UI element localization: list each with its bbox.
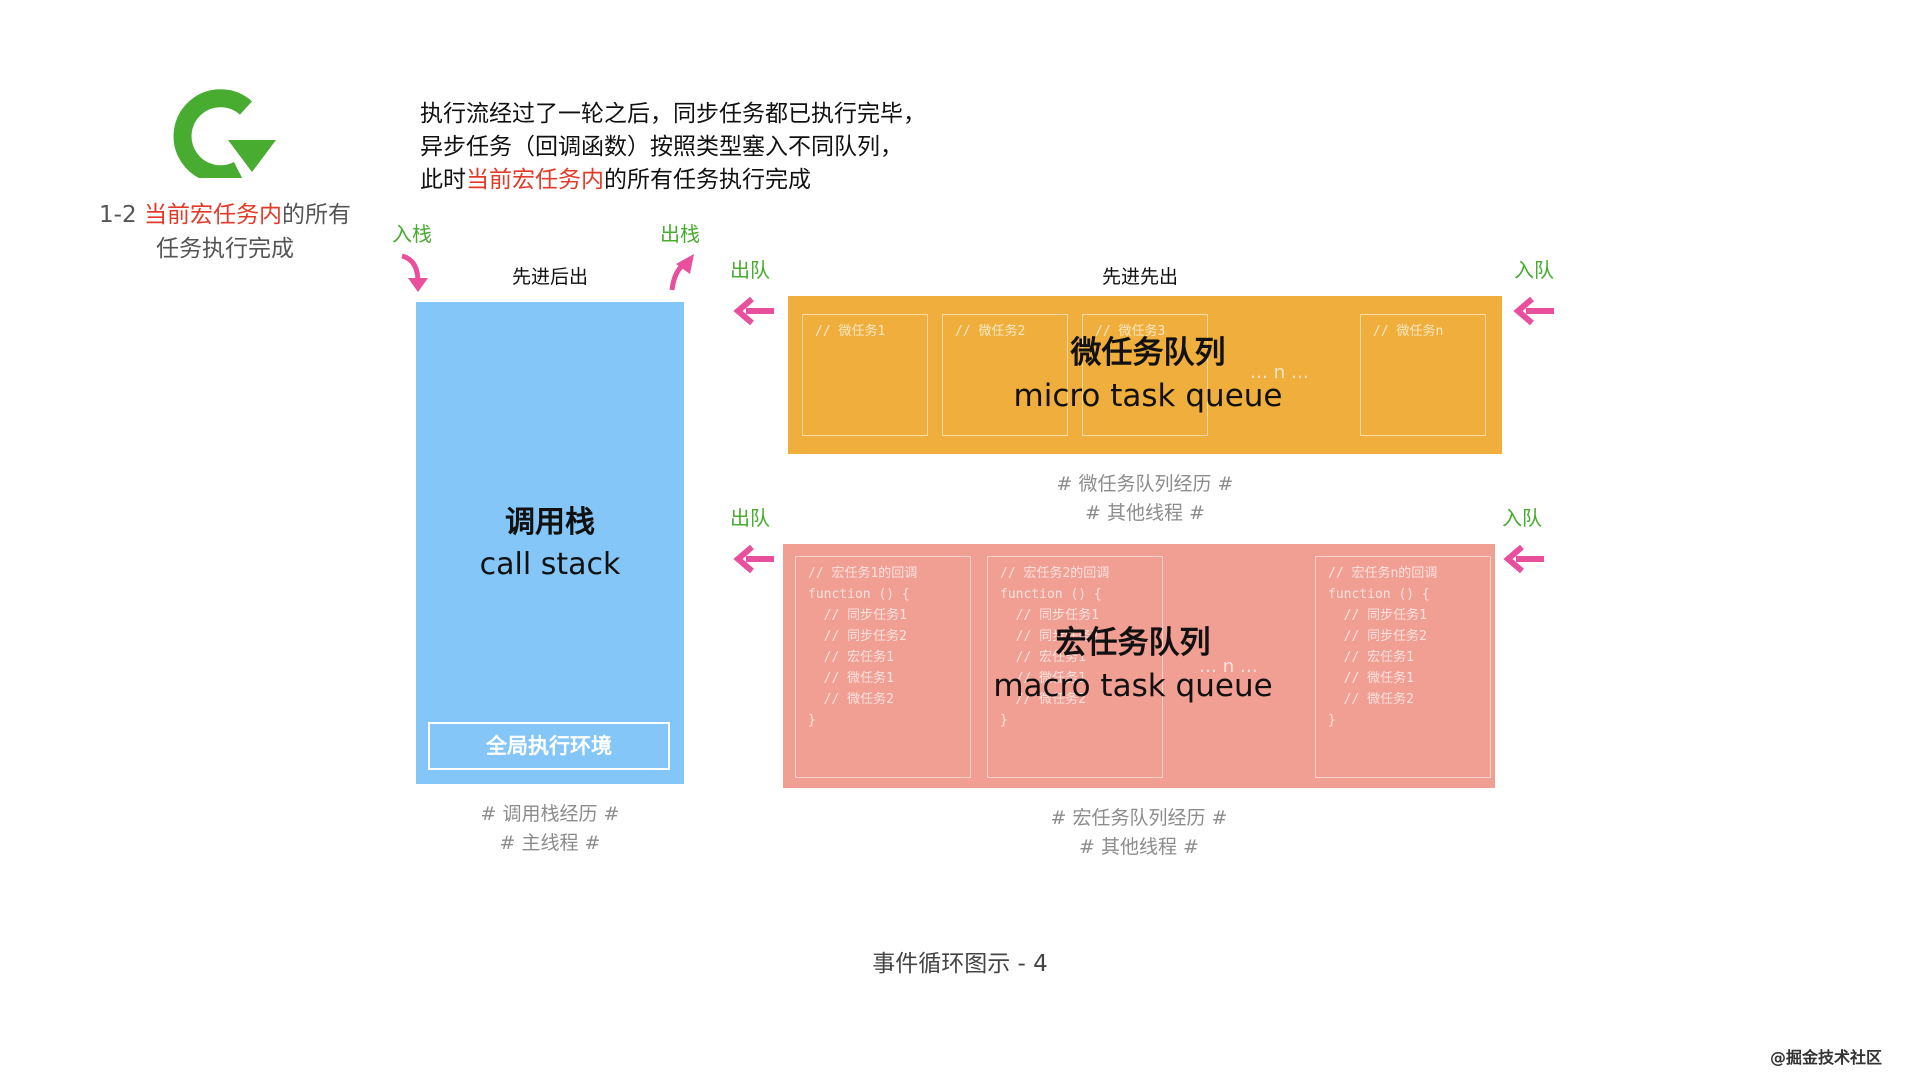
- macro-queue-title-zh: 宏任务队列: [1055, 625, 1211, 661]
- micro-task-slot-text: // 微任务3: [1095, 324, 1166, 339]
- macro-queue-caption-line2: # 其他线程 #: [1079, 836, 1199, 858]
- watermark: @掘金技术社区: [1770, 1048, 1883, 1067]
- macro-task-slot-text: // 宏任务2的回调 function () { // 同步任务1 // 同步任…: [1000, 566, 1110, 728]
- step-highlight: 当前宏任务内: [143, 202, 282, 228]
- call-stack-title-zh: 调用栈: [505, 505, 595, 540]
- macro-task-slot: // 宏任务n的回调 function () { // 同步任务1 // 同步任…: [1315, 556, 1491, 778]
- macro-dequeue-arrow-icon: [733, 544, 774, 574]
- macro-queue-title: 宏任务队列 macro task queue: [913, 622, 1353, 708]
- micro-queue-caption: # 微任务队列经历 # # 其他线程 #: [788, 470, 1502, 528]
- intro-line2: 异步任务（回调函数）按照类型塞入不同队列，: [420, 134, 903, 160]
- push-arrow-icon: [401, 253, 428, 292]
- step-suffix: 的所有: [281, 202, 351, 228]
- step-line2: 任务执行完成: [156, 236, 294, 262]
- macro-queue-caption-line1: # 宏任务队列经历 #: [1050, 807, 1228, 829]
- micro-ellipsis: … n …: [1250, 362, 1309, 383]
- micro-task-slot: // 微任务3: [1082, 314, 1208, 436]
- call-stack-title: 调用栈 call stack: [416, 502, 684, 586]
- call-stack-caption-line2: # 主线程 #: [499, 832, 601, 854]
- micro-enqueue-arrow-icon: [1513, 296, 1554, 326]
- pop-label: 出栈: [660, 222, 700, 246]
- refresh-cycle-icon: [173, 89, 276, 178]
- global-execution-context: 全局执行环境: [428, 722, 670, 770]
- intro-text: 执行流经过了一轮之后，同步任务都已执行完毕， 异步任务（回调函数）按照类型塞入不…: [420, 98, 926, 197]
- push-label: 入栈: [392, 222, 432, 246]
- micro-queue-caption-line2: # 其他线程 #: [1085, 502, 1205, 524]
- macro-task-slot-text: // 宏任务n的回调 function () { // 同步任务1 // 同步任…: [1328, 566, 1438, 728]
- figure-title: 事件循环图示 - 4: [872, 951, 1048, 977]
- macro-task-slot: // 宏任务1的回调 function () { // 同步任务1 // 同步任…: [795, 556, 971, 778]
- intro-line3-prefix: 此时: [420, 167, 466, 193]
- call-stack-caption: # 调用栈经历 # # 主线程 #: [416, 800, 684, 858]
- step-caption: 1-2 当前宏任务内的所有 任务执行完成: [80, 198, 370, 266]
- macro-queue-caption: # 宏任务队列经历 # # 其他线程 #: [783, 804, 1495, 862]
- macro-task-slot-text: // 宏任务1的回调 function () { // 同步任务1 // 同步任…: [808, 566, 918, 728]
- macro-queue-title-en: macro task queue: [993, 668, 1273, 704]
- macro-task-queue: // 宏任务1的回调 function () { // 同步任务1 // 同步任…: [783, 544, 1495, 788]
- intro-line3-suffix: 的所有任务执行完成: [604, 167, 811, 193]
- call-stack-title-en: call stack: [479, 547, 621, 582]
- micro-queue-title: 微任务队列 micro task queue: [928, 332, 1368, 418]
- micro-dequeue-label: 出队: [730, 258, 770, 282]
- intro-line3: 此时当前宏任务内的所有任务执行完成: [420, 164, 926, 197]
- intro-line3-highlight: 当前宏任务内: [466, 167, 604, 193]
- micro-task-slot-text: // 微任务2: [955, 324, 1026, 339]
- stack-order-label: 先进后出: [511, 266, 588, 288]
- intro-line1: 执行流经过了一轮之后，同步任务都已执行完毕，: [420, 101, 926, 127]
- micro-queue-title-en: micro task queue: [1013, 378, 1283, 414]
- macro-dequeue-label: 出队: [730, 506, 770, 530]
- micro-task-slot-text: // 微任务1: [815, 324, 886, 339]
- macro-task-slot: // 宏任务2的回调 function () { // 同步任务1 // 同步任…: [987, 556, 1163, 778]
- micro-queue-title-zh: 微任务队列: [1070, 335, 1226, 371]
- call-stack-box: 调用栈 call stack 全局执行环境: [416, 302, 684, 784]
- micro-task-slot: // 微任务2: [942, 314, 1068, 436]
- pop-arrow-icon: [669, 254, 694, 291]
- queue-order-label: 先进先出: [1101, 266, 1178, 288]
- macro-enqueue-arrow-icon: [1503, 544, 1544, 574]
- call-stack-caption-line1: # 调用栈经历 #: [480, 803, 620, 825]
- step-prefix: 1-2: [99, 202, 144, 228]
- micro-task-queue: // 微任务1 // 微任务2 // 微任务3 … n … // 微任务n 微任…: [788, 296, 1502, 454]
- micro-enqueue-label: 入队: [1514, 258, 1554, 282]
- macro-enqueue-label: 入队: [1502, 506, 1542, 530]
- micro-task-slot: // 微任务n: [1360, 314, 1486, 436]
- macro-ellipsis: … n …: [1199, 656, 1258, 677]
- micro-dequeue-arrow-icon: [733, 296, 774, 326]
- micro-queue-caption-line1: # 微任务队列经历 #: [1056, 473, 1234, 495]
- micro-task-slot-text: // 微任务n: [1373, 324, 1444, 339]
- micro-task-slot: // 微任务1: [802, 314, 928, 436]
